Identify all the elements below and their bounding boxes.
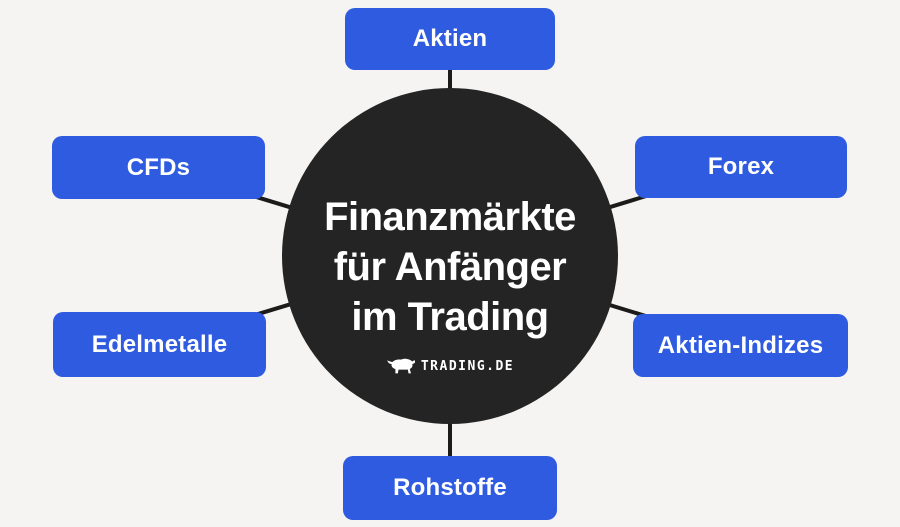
diagram-title: Finanzmärkte für Anfänger im Trading [324, 192, 576, 342]
title-line-2: für Anfänger [333, 245, 567, 289]
node-label: Edelmetalle [91, 330, 228, 358]
node-label: CFDs [126, 153, 191, 181]
node-label: Rohstoffe [393, 474, 507, 501]
node-edelmetalle: Edelmetalle [53, 312, 266, 377]
node-rohstoffe: Rohstoffe [343, 456, 557, 520]
node-label: Aktien [412, 25, 488, 52]
title-line-3: im Trading [351, 295, 549, 339]
node-label: Forex [707, 153, 775, 180]
bull-icon [387, 358, 415, 374]
brand-text: TRADING.DE [420, 359, 515, 374]
center-circle: Finanzmärkte für Anfänger im Trading TRA… [282, 88, 618, 424]
brand-logo: TRADING.DE [386, 357, 514, 376]
node-aktien: Aktien [345, 8, 555, 70]
node-forex: Forex [635, 136, 847, 198]
node-label: Aktien-Indizes [657, 331, 824, 359]
node-cfds: CFDs [52, 136, 265, 199]
title-line-1: Finanzmärkte [324, 195, 576, 239]
node-aktien-indizes: Aktien-Indizes [633, 314, 848, 377]
